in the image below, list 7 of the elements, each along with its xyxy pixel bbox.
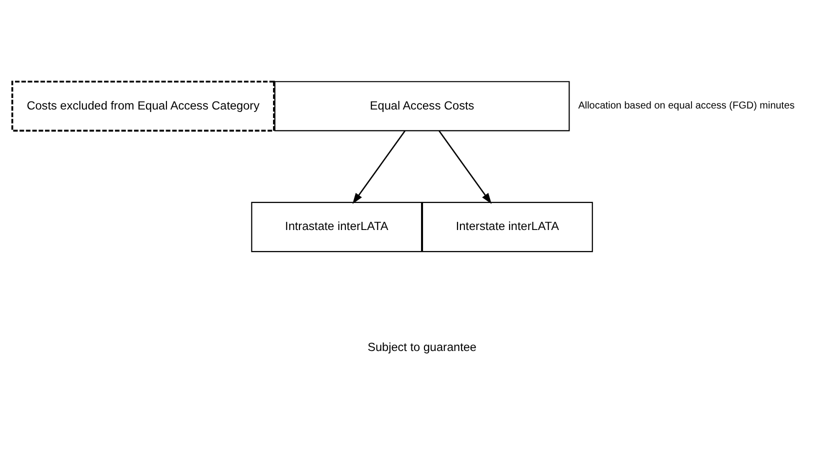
node-box: Intrastate interLATA <box>251 201 422 252</box>
arrow <box>352 130 406 204</box>
node-box: Costs excluded from Equal Access Category <box>11 80 275 132</box>
node-box: Interstate interLATA <box>422 201 593 252</box>
arrow <box>438 130 492 204</box>
label: Subject to guarantee <box>368 339 476 354</box>
node-box: Equal Access Costs <box>274 80 570 131</box>
